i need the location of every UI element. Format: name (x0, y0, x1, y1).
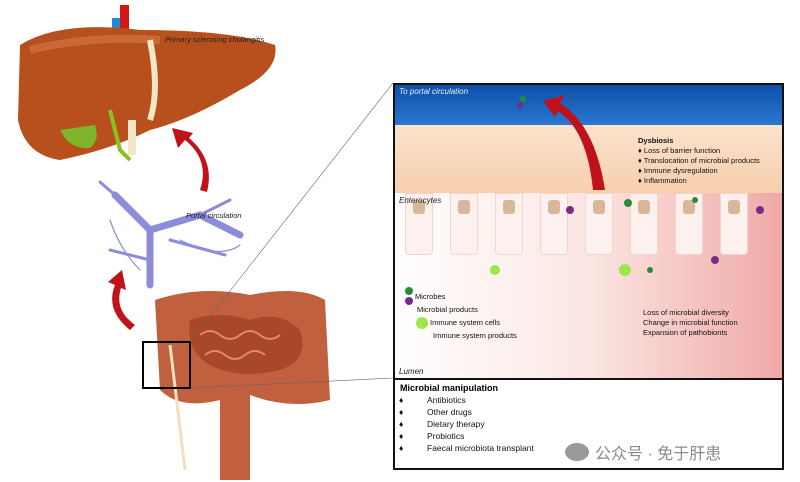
legend-microbial-products: Microbial products (417, 305, 478, 314)
zoom-box (142, 341, 191, 389)
change-item: Change in microbial function (643, 318, 738, 327)
anatomy-illustration: Primary sclerosing cholangitis Portal ci… (18, 5, 394, 480)
watermark: 公众号 · 免于肝患 (565, 440, 721, 464)
change-item: Loss of microbial diversity (643, 308, 729, 317)
arrow-up-icon (172, 128, 209, 192)
dysbiosis-title: Dysbiosis (638, 136, 674, 145)
legend-immune-products: Immune system products (433, 331, 517, 340)
dysbiosis-item: Translocation of microbial products (643, 156, 760, 165)
dysbiosis-item: Inflammation (643, 176, 687, 185)
enterocytes-label: Enterocytes (399, 196, 442, 205)
red-arrows (108, 128, 209, 330)
manipulation-item: ♦Antibiotics (399, 395, 466, 405)
legend-immune-cells: Immune system cells (430, 318, 501, 327)
dysbiosis-item: Loss of barrier function (643, 146, 721, 155)
lumen-label: Lumen (399, 367, 424, 376)
manipulation-item: ♦Dietary therapy (399, 419, 485, 429)
manipulation-title: Microbial manipulation (400, 383, 499, 393)
wechat-icon (565, 443, 589, 461)
enterocyte-layer (395, 193, 782, 275)
microbial-changes: Loss of microbial diversity Change in mi… (643, 308, 738, 338)
to-portal-label: To portal circulation (399, 87, 469, 96)
change-item: Expansion of pathobionts (643, 328, 728, 337)
manipulation-item: ♦Probiotics (399, 431, 465, 441)
psc-label: Primary sclerosing cholangitis (165, 35, 264, 44)
manipulation-item: ♦Other drugs (399, 407, 472, 417)
portal-label: Portal circulation (186, 211, 241, 220)
dysbiosis-item: Immune dysregulation (643, 166, 718, 175)
portal-circulation-layer (395, 85, 782, 125)
intestinal-wall-panel: To portal circulation Enterocytes Lumen … (393, 83, 784, 381)
liver (18, 5, 276, 162)
portal-vein (98, 180, 244, 289)
translocation-arrow-icon (543, 95, 605, 190)
arrow-up-icon (108, 270, 135, 330)
watermark-text: 公众号 · 免于肝患 (595, 446, 722, 463)
microbes-overlay (405, 95, 764, 329)
manipulation-item: ♦Faecal microbiota transplant (399, 443, 534, 453)
microbial-manipulation-box: Microbial manipulation ♦Antibiotics ♦Oth… (393, 378, 784, 470)
dysbiosis-list: Dysbiosis ♦ Loss of barrier function ♦ T… (638, 136, 760, 185)
legend-microbes: Microbes (415, 292, 446, 301)
